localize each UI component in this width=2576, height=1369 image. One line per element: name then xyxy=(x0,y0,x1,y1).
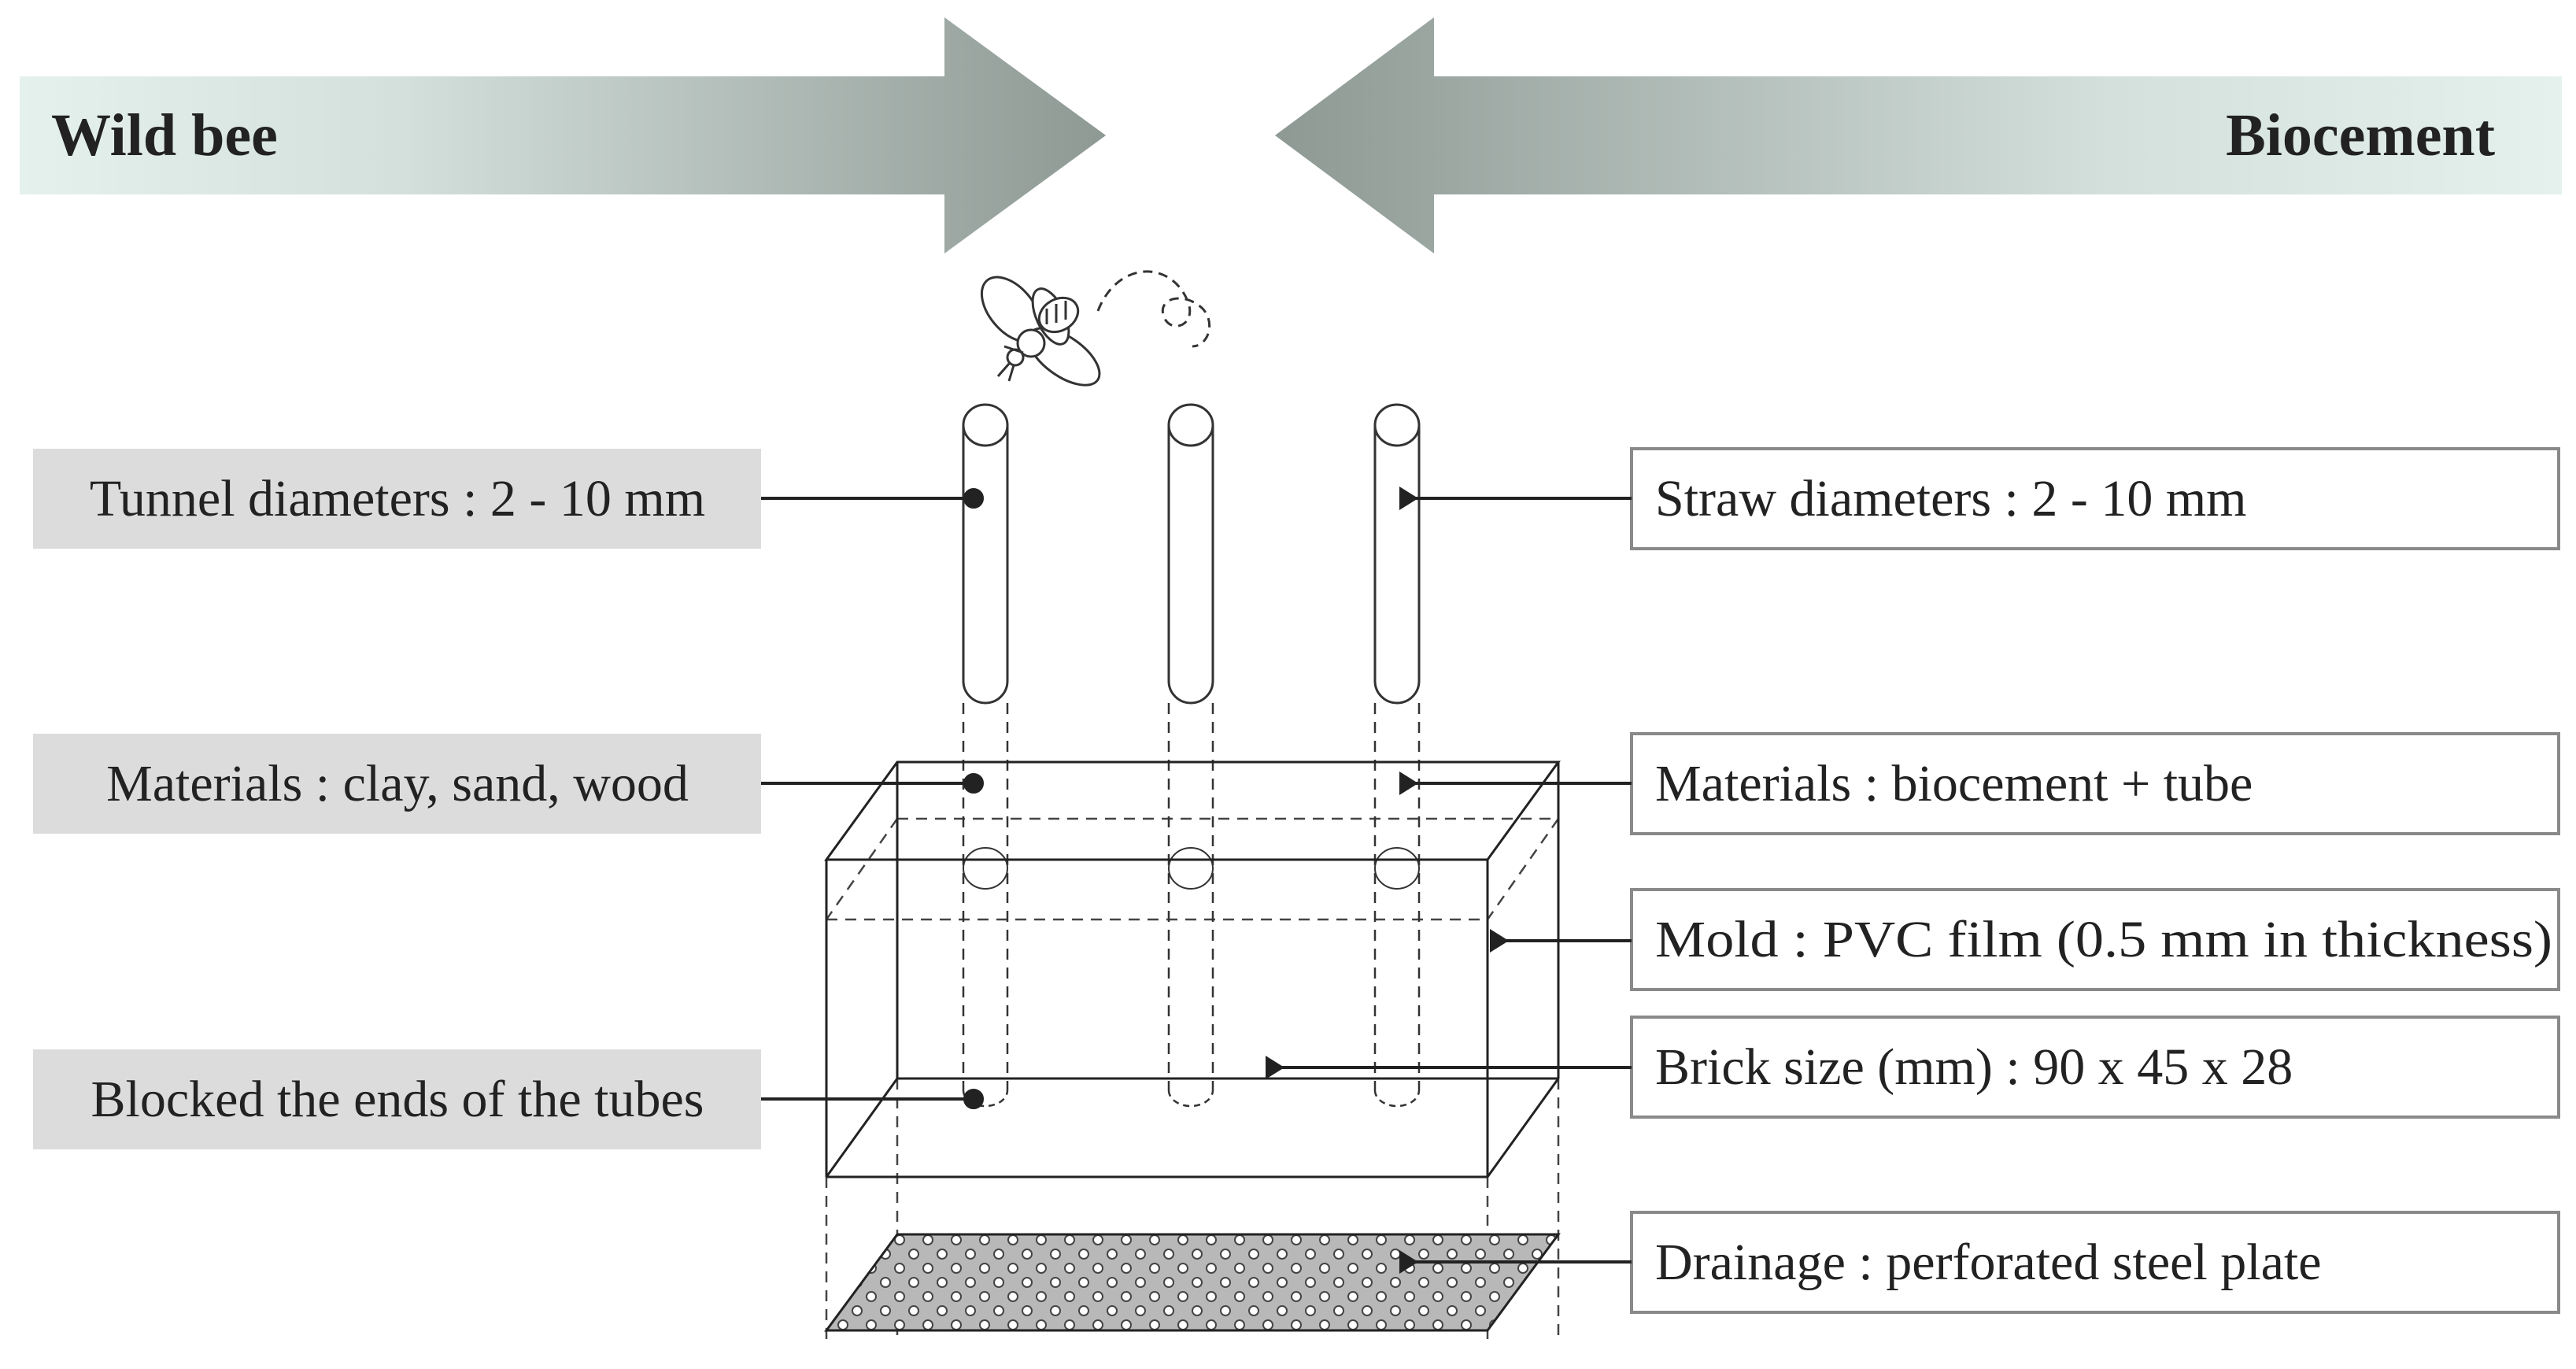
right-label-drainage: Drainage : perforated steel plate xyxy=(1630,1211,2560,1314)
right-label-brick-size: Brick size (mm) : 90 x 45 x 28 xyxy=(1630,1016,2560,1119)
label-text: Mold : PVC film (0.5 mm in thickness) xyxy=(1655,911,2552,968)
right-label-straw: Straw diameters : 2 - 10 mm xyxy=(1630,447,2560,550)
perforated-plate xyxy=(824,1233,1561,1332)
label-text: Materials : biocement + tube xyxy=(1655,755,2253,812)
left-label-materials: Materials : clay, sand, wood xyxy=(33,734,761,834)
label-text: Drainage : perforated steel plate xyxy=(1655,1234,2322,1291)
leader-lines xyxy=(761,487,1632,1274)
brick-mold xyxy=(824,760,1561,1178)
label-text: Blocked the ends of the tubes xyxy=(91,1071,704,1128)
header-right-label: Biocement xyxy=(2226,102,2495,168)
straw-tube-1 xyxy=(962,403,1009,1108)
label-text: Straw diameters : 2 - 10 mm xyxy=(1655,470,2247,527)
straw-tubes xyxy=(962,403,1421,1108)
wild-bee-arrow: Wild bee xyxy=(20,17,1106,253)
right-label-materials: Materials : biocement + tube xyxy=(1630,732,2560,835)
label-text: Tunnel diameters : 2 - 10 mm xyxy=(90,470,705,527)
header-left-label: Wild bee xyxy=(51,102,278,168)
left-label-tunnel: Tunnel diameters : 2 - 10 mm xyxy=(33,449,761,549)
straw-tube-2 xyxy=(1167,403,1214,1108)
left-label-blocked: Blocked the ends of the tubes xyxy=(33,1049,761,1149)
biocement-arrow: Biocement xyxy=(1275,17,2562,253)
straw-tube-3 xyxy=(1373,403,1421,1108)
bee-icon xyxy=(980,270,1211,387)
label-text: Brick size (mm) : 90 x 45 x 28 xyxy=(1655,1038,2293,1096)
right-label-mold: Mold : PVC film (0.5 mm in thickness) xyxy=(1630,888,2560,991)
label-text: Materials : clay, sand, wood xyxy=(106,755,689,812)
